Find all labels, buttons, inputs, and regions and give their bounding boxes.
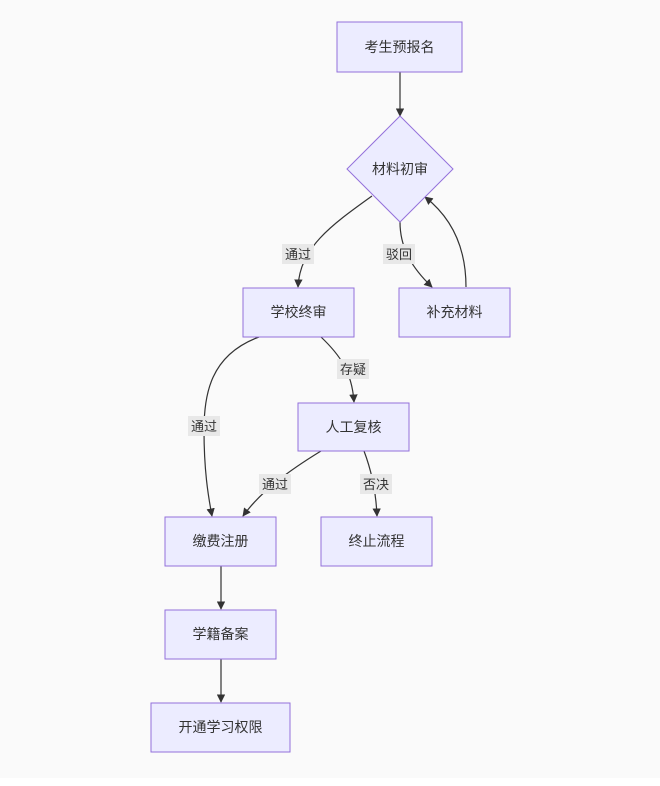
node-pay-register: 缴费注册 <box>164 516 277 567</box>
decision-diamond <box>346 115 454 223</box>
node-label: 人工复核 <box>326 419 382 436</box>
edge-material-review-to-school-final-review <box>294 195 373 288</box>
node-material-review: 材料初审 <box>346 115 454 223</box>
node-pre-register: 考生预报名 <box>336 21 463 73</box>
edge-label-text: 通过 <box>191 420 217 435</box>
node-box <box>320 516 433 567</box>
node-supplement-material: 补充材料 <box>398 287 511 338</box>
edge-label-review-pass: 通过 <box>282 244 314 264</box>
edge-label-text: 通过 <box>262 478 288 493</box>
edge-label-bg <box>282 244 314 264</box>
node-box <box>164 516 277 567</box>
node-enrollment-record: 学籍备案 <box>164 609 277 660</box>
node-box <box>398 287 511 338</box>
edge-label-final-pass: 通过 <box>188 416 220 436</box>
node-box <box>297 402 410 452</box>
node-box <box>164 609 277 660</box>
node-terminate: 终止流程 <box>320 516 433 567</box>
node-box <box>242 287 355 338</box>
node-school-final-review: 学校终审 <box>242 287 355 338</box>
edge-label-bg <box>259 474 291 494</box>
edge-labels: 通过 驳回 存疑 通过 通过 否决 <box>188 244 415 494</box>
edge-label-manual-deny: 否决 <box>360 474 392 494</box>
edge-label-text: 通过 <box>285 248 311 263</box>
edge-label-review-reject: 驳回 <box>383 244 415 264</box>
edge-label-manual-pass: 通过 <box>259 474 291 494</box>
edge-label-bg <box>383 244 415 264</box>
node-label: 学校终审 <box>271 304 327 321</box>
node-box <box>336 21 463 73</box>
edge-label-final-doubt: 存疑 <box>337 359 369 379</box>
node-label: 缴费注册 <box>193 534 249 550</box>
node-label: 考生预报名 <box>365 40 435 56</box>
node-label: 开通学习权限 <box>179 720 263 736</box>
edge-label-bg <box>360 474 392 494</box>
edge-label-bg <box>337 359 369 379</box>
edge-supplement-material-to-material-review <box>424 196 467 288</box>
node-box <box>150 702 291 753</box>
edge-label-text: 存疑 <box>340 362 366 378</box>
node-label: 补充材料 <box>427 305 483 321</box>
node-open-access: 开通学习权限 <box>150 702 291 753</box>
edge-label-text: 驳回 <box>386 248 412 263</box>
node-manual-review: 人工复核 <box>297 402 410 452</box>
node-label: 学籍备案 <box>193 626 249 643</box>
edge-label-text: 否决 <box>363 478 389 493</box>
edge-label-bg <box>188 416 220 436</box>
node-label: 终止流程 <box>349 534 405 550</box>
nodes: 考生预报名 材料初审 学校终审 补充材料 人工复核 缴费注册 终止流程 <box>150 21 511 753</box>
node-label: 材料初审 <box>372 161 428 178</box>
